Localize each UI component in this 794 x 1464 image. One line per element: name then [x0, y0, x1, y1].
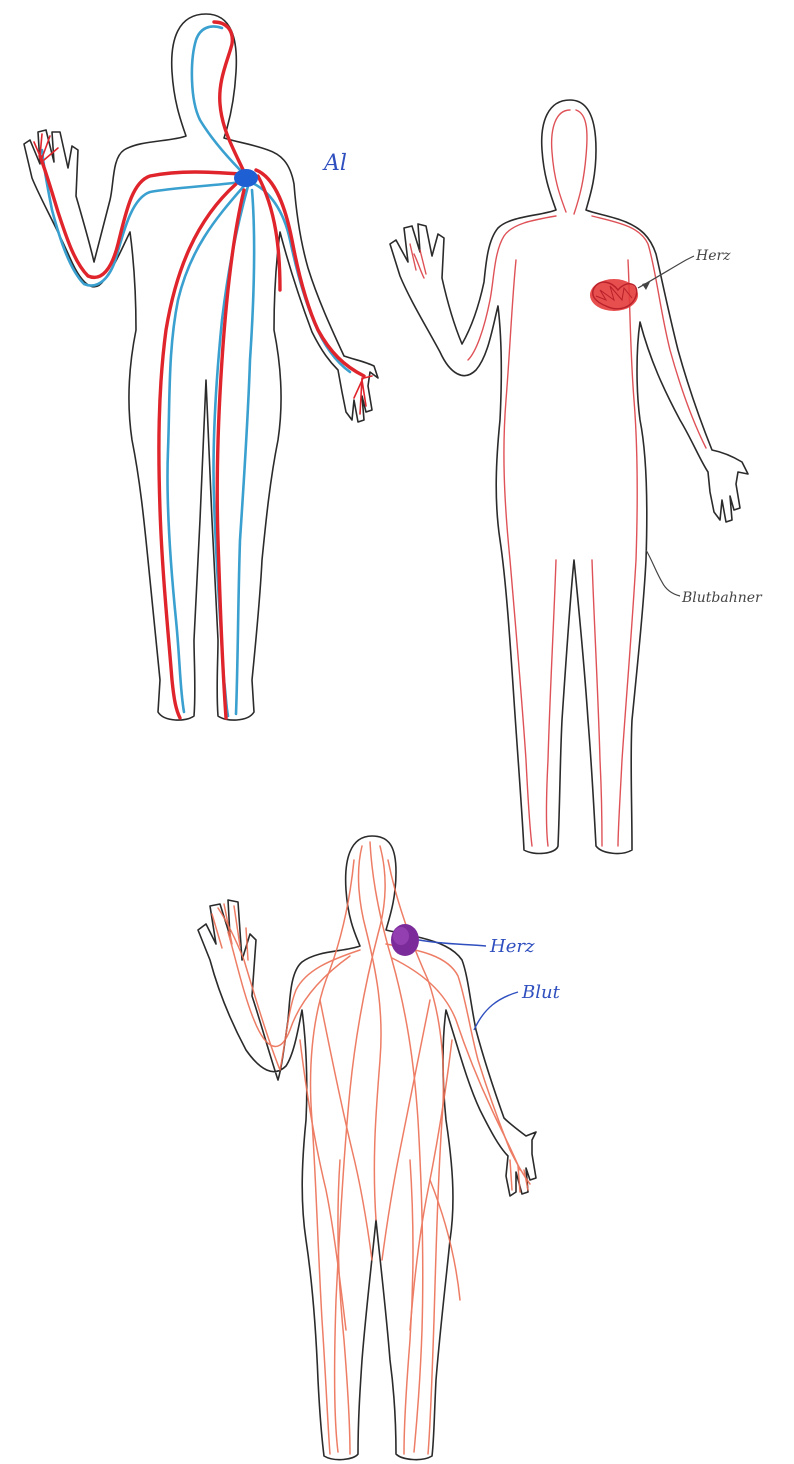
figure-1-label-al: Al — [322, 151, 347, 176]
figure-3-vessel-network-sketch: Herz Blut — [198, 836, 561, 1460]
figure-3-heart — [391, 924, 419, 956]
figure-1-circulation-sketch: Al — [24, 14, 378, 720]
figure-1-heart — [234, 169, 258, 187]
figure-2-label-blutbahner: Blutbahner — [681, 590, 763, 606]
figure-2-blutbahner-leader — [646, 550, 680, 596]
figure-3-body-outline — [198, 836, 536, 1460]
figure-2-label-herz: Herz — [695, 248, 731, 264]
figure-2-heart — [590, 279, 638, 311]
figure-3-blut-leader — [474, 992, 518, 1030]
figure-3-label-herz: Herz — [489, 936, 535, 957]
figure-2-body-outline — [390, 100, 748, 853]
figure-3-label-blut: Blut — [521, 982, 561, 1003]
figure-2-blood-vessels-sketch: Herz Blutbahner — [390, 100, 763, 853]
